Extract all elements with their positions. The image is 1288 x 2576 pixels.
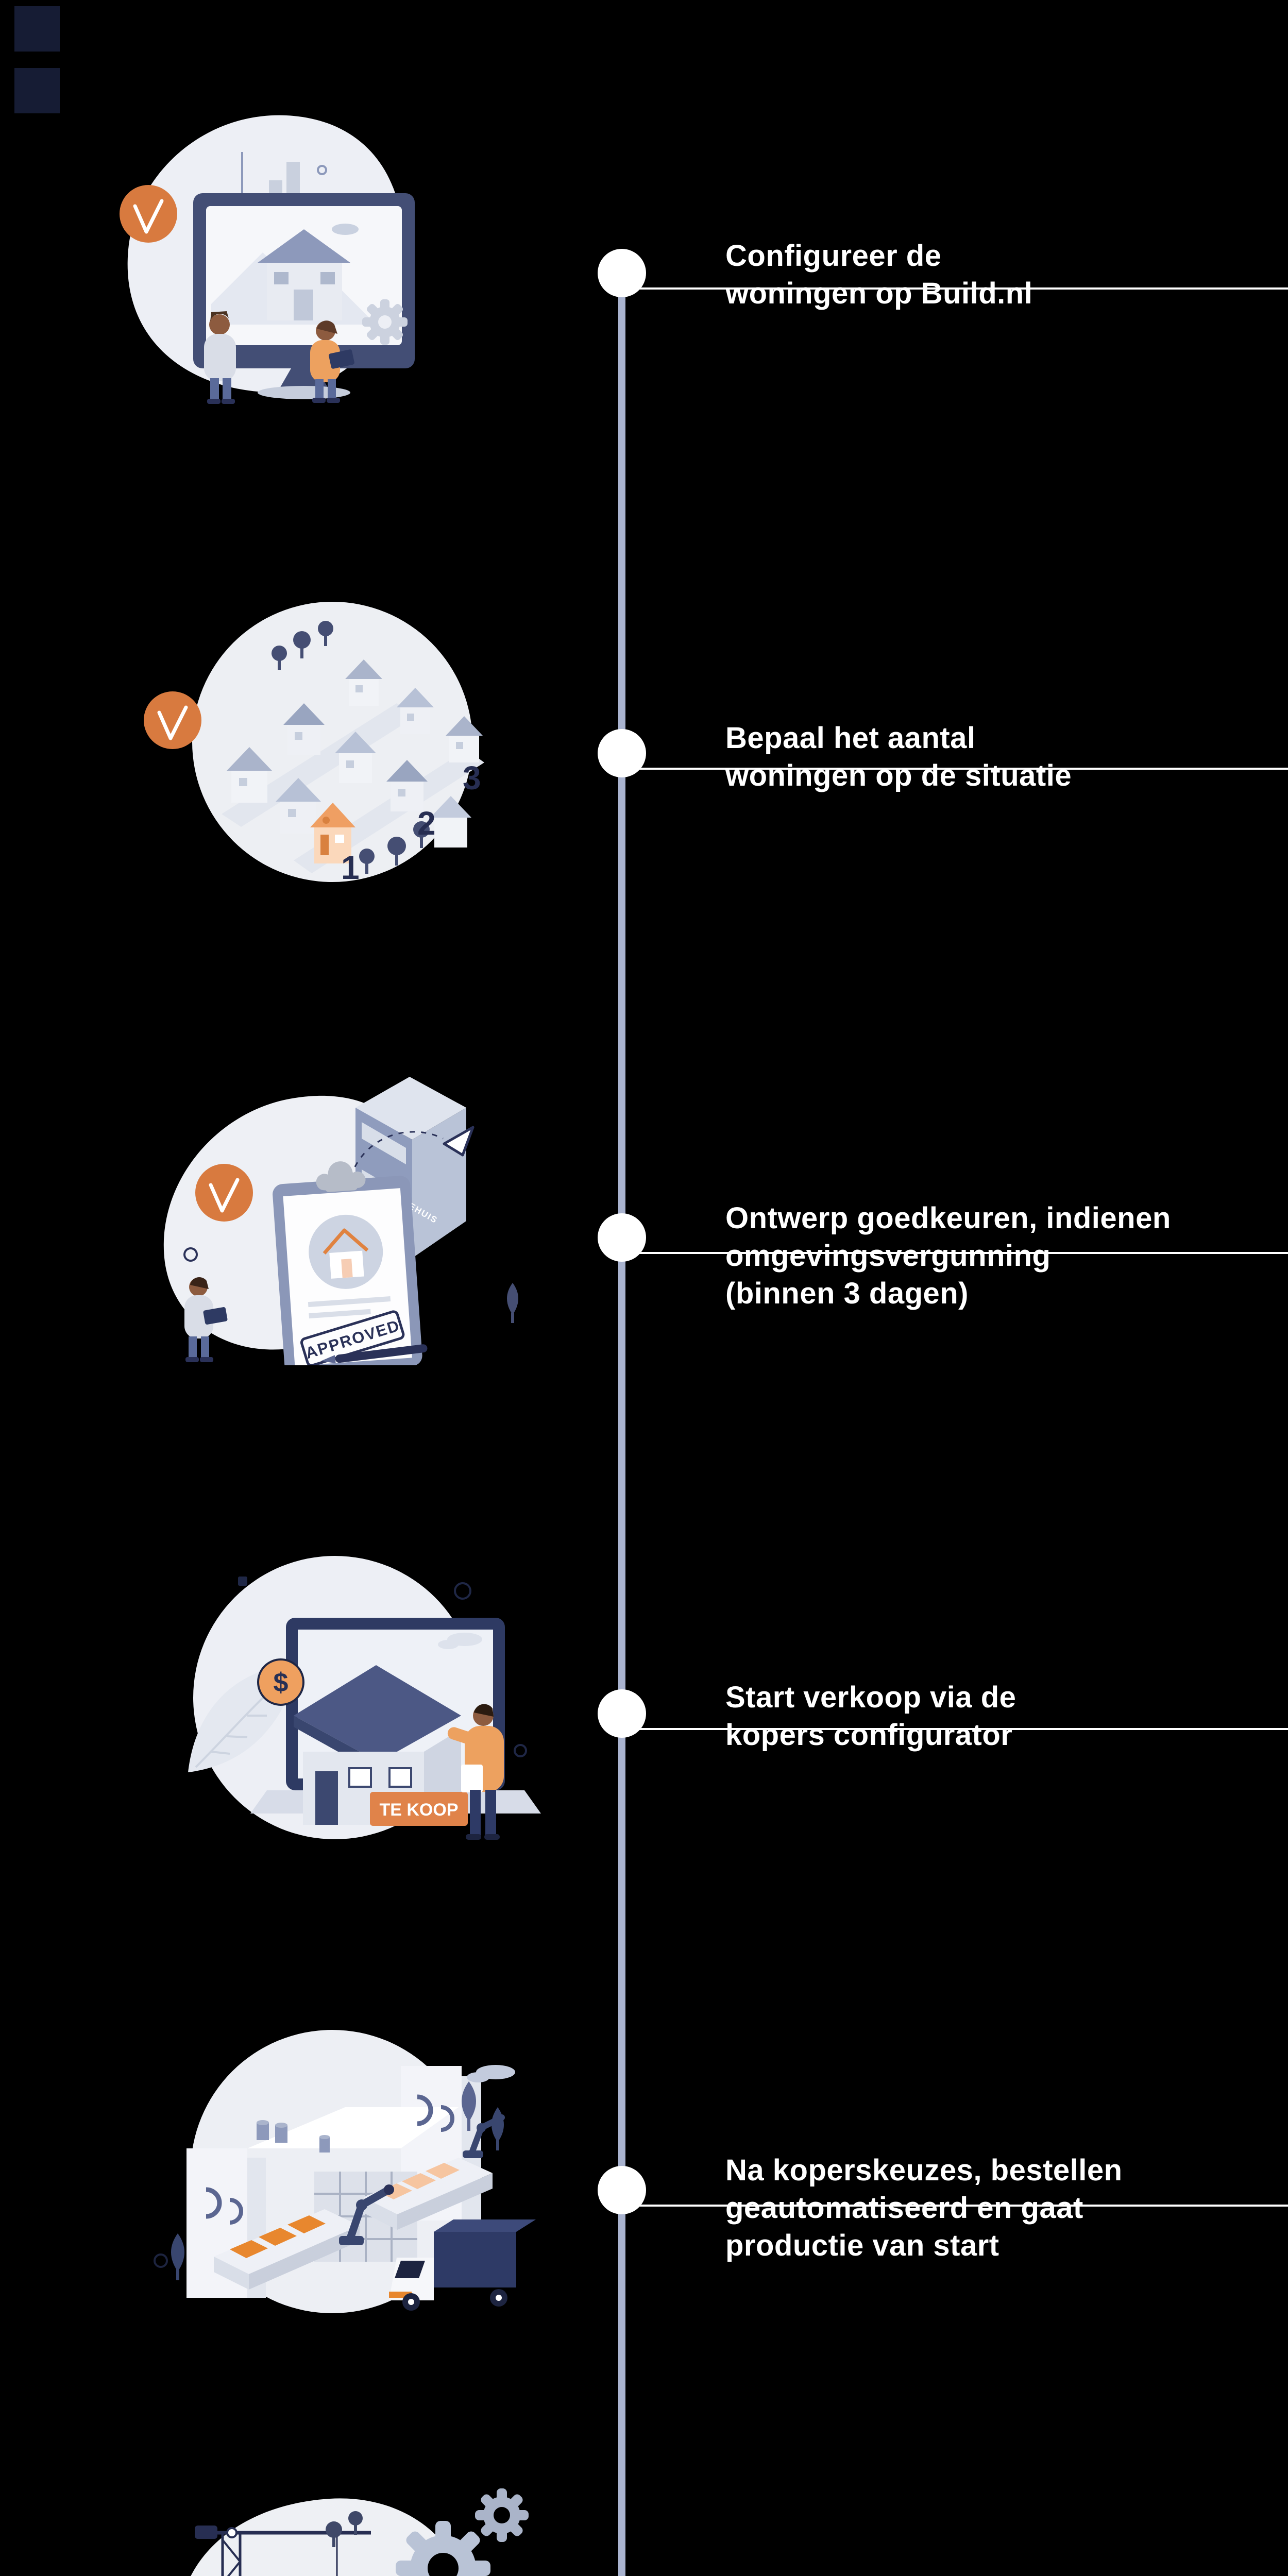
highlighted-house bbox=[310, 803, 355, 863]
step5-label-line1: Na koperskeuzes, bestellen bbox=[725, 2154, 1123, 2187]
step3-label: Ontwerp goedkeuren, indienen omgevingsve… bbox=[725, 1199, 1171, 1312]
timeline-node-4 bbox=[598, 1689, 646, 1738]
step3-label-line1: Ontwerp goedkeuren, indienen bbox=[725, 1201, 1171, 1235]
illustration-construction-starts: 1 2 bbox=[191, 2488, 529, 2576]
step1-label: Configureer de woningen op Build.nl bbox=[725, 237, 1032, 312]
step2-label-line2: woningen op de situatie bbox=[725, 759, 1072, 792]
illustration-configure-on-build bbox=[120, 115, 415, 404]
step4-label-line2: kopers configurator bbox=[725, 1718, 1013, 1752]
trees bbox=[326, 2511, 363, 2547]
check-badge bbox=[144, 691, 201, 749]
timeline-spine bbox=[618, 273, 625, 2576]
for-sale-sign: TE KOOP bbox=[370, 1792, 468, 1826]
illustration-automated-production bbox=[154, 2030, 536, 2313]
paper-plane-icon bbox=[443, 1126, 474, 1157]
trees bbox=[272, 621, 430, 874]
step3-label-line3: (binnen 3 dagen) bbox=[725, 1277, 969, 1310]
step1-label-line2: woningen op Build.nl bbox=[725, 277, 1033, 310]
gear-small-icon bbox=[475, 2488, 529, 2542]
step5-label-line3: productie van start bbox=[725, 2229, 999, 2262]
illustration-approve-design-permit: GEMEENTEHUIS APPROVED bbox=[163, 1077, 518, 1365]
illustration-determine-number-of-homes: 1 2 3 bbox=[144, 602, 484, 886]
send-path bbox=[349, 1126, 474, 1178]
monitor bbox=[193, 193, 415, 399]
step2-label-line1: Bepaal het aantal bbox=[725, 721, 976, 755]
robot-arm-center bbox=[339, 2184, 394, 2245]
person-right bbox=[310, 320, 354, 403]
check-badge bbox=[120, 185, 177, 243]
timeline-node-1 bbox=[598, 249, 646, 297]
decor-square-top bbox=[14, 6, 60, 52]
plot-number-2: 2 bbox=[417, 805, 436, 842]
truck bbox=[389, 2219, 536, 2311]
check-icon bbox=[157, 705, 188, 740]
check-badge bbox=[195, 1164, 253, 1222]
check-icon bbox=[209, 1178, 240, 1213]
crane bbox=[195, 2526, 371, 2576]
step5-connector-line bbox=[622, 2205, 1288, 2207]
timeline-node-3 bbox=[598, 1213, 646, 1262]
timeline-node-5 bbox=[598, 2166, 646, 2214]
step2-connector-line bbox=[622, 768, 1288, 770]
tree bbox=[507, 1283, 518, 1315]
step1-label-line1: Configureer de bbox=[725, 239, 942, 273]
timeline-node-2 bbox=[598, 729, 646, 777]
gear-large-icon bbox=[396, 2521, 490, 2576]
step4-label-line1: Start verkoop via de bbox=[725, 1681, 1016, 1714]
step2-label: Bepaal het aantal woningen op de situati… bbox=[725, 719, 1072, 794]
dollar-coin: $ bbox=[257, 1658, 304, 1706]
pen-icon bbox=[320, 1344, 428, 1364]
conveyor-right bbox=[363, 2158, 493, 2230]
person-left bbox=[204, 311, 236, 404]
svg-text:TE KOOP: TE KOOP bbox=[379, 1800, 458, 1820]
conveyor-left bbox=[214, 2209, 360, 2290]
step3-connector-line bbox=[622, 1252, 1288, 1254]
plot-number-1: 1 bbox=[341, 849, 360, 886]
decor-square-bottom bbox=[14, 68, 60, 113]
plot-number-3: 3 bbox=[463, 759, 481, 796]
check-icon bbox=[133, 199, 164, 234]
step4-connector-line bbox=[622, 1728, 1288, 1730]
approval-clipboard: APPROVED bbox=[273, 1161, 422, 1365]
step1-connector-line bbox=[622, 287, 1288, 290]
step3-label-line2: omgevingsvergunning bbox=[725, 1239, 1051, 1273]
dollar-icon: $ bbox=[274, 1668, 289, 1698]
salesman bbox=[447, 1704, 504, 1840]
step5-label: Na koperskeuzes, bestellen geautomatisee… bbox=[725, 2151, 1123, 2264]
house-grid bbox=[227, 659, 483, 848]
gear-icon bbox=[362, 299, 408, 345]
illustration-start-sales-configurator: TE KOOP $ bbox=[188, 1556, 541, 1840]
step4-label: Start verkoop via de kopers configurator bbox=[725, 1679, 1016, 1754]
step5-label-line2: geautomatiseerd en gaat bbox=[725, 2191, 1083, 2225]
trees bbox=[171, 2081, 504, 2280]
person-architect bbox=[184, 1277, 228, 1362]
